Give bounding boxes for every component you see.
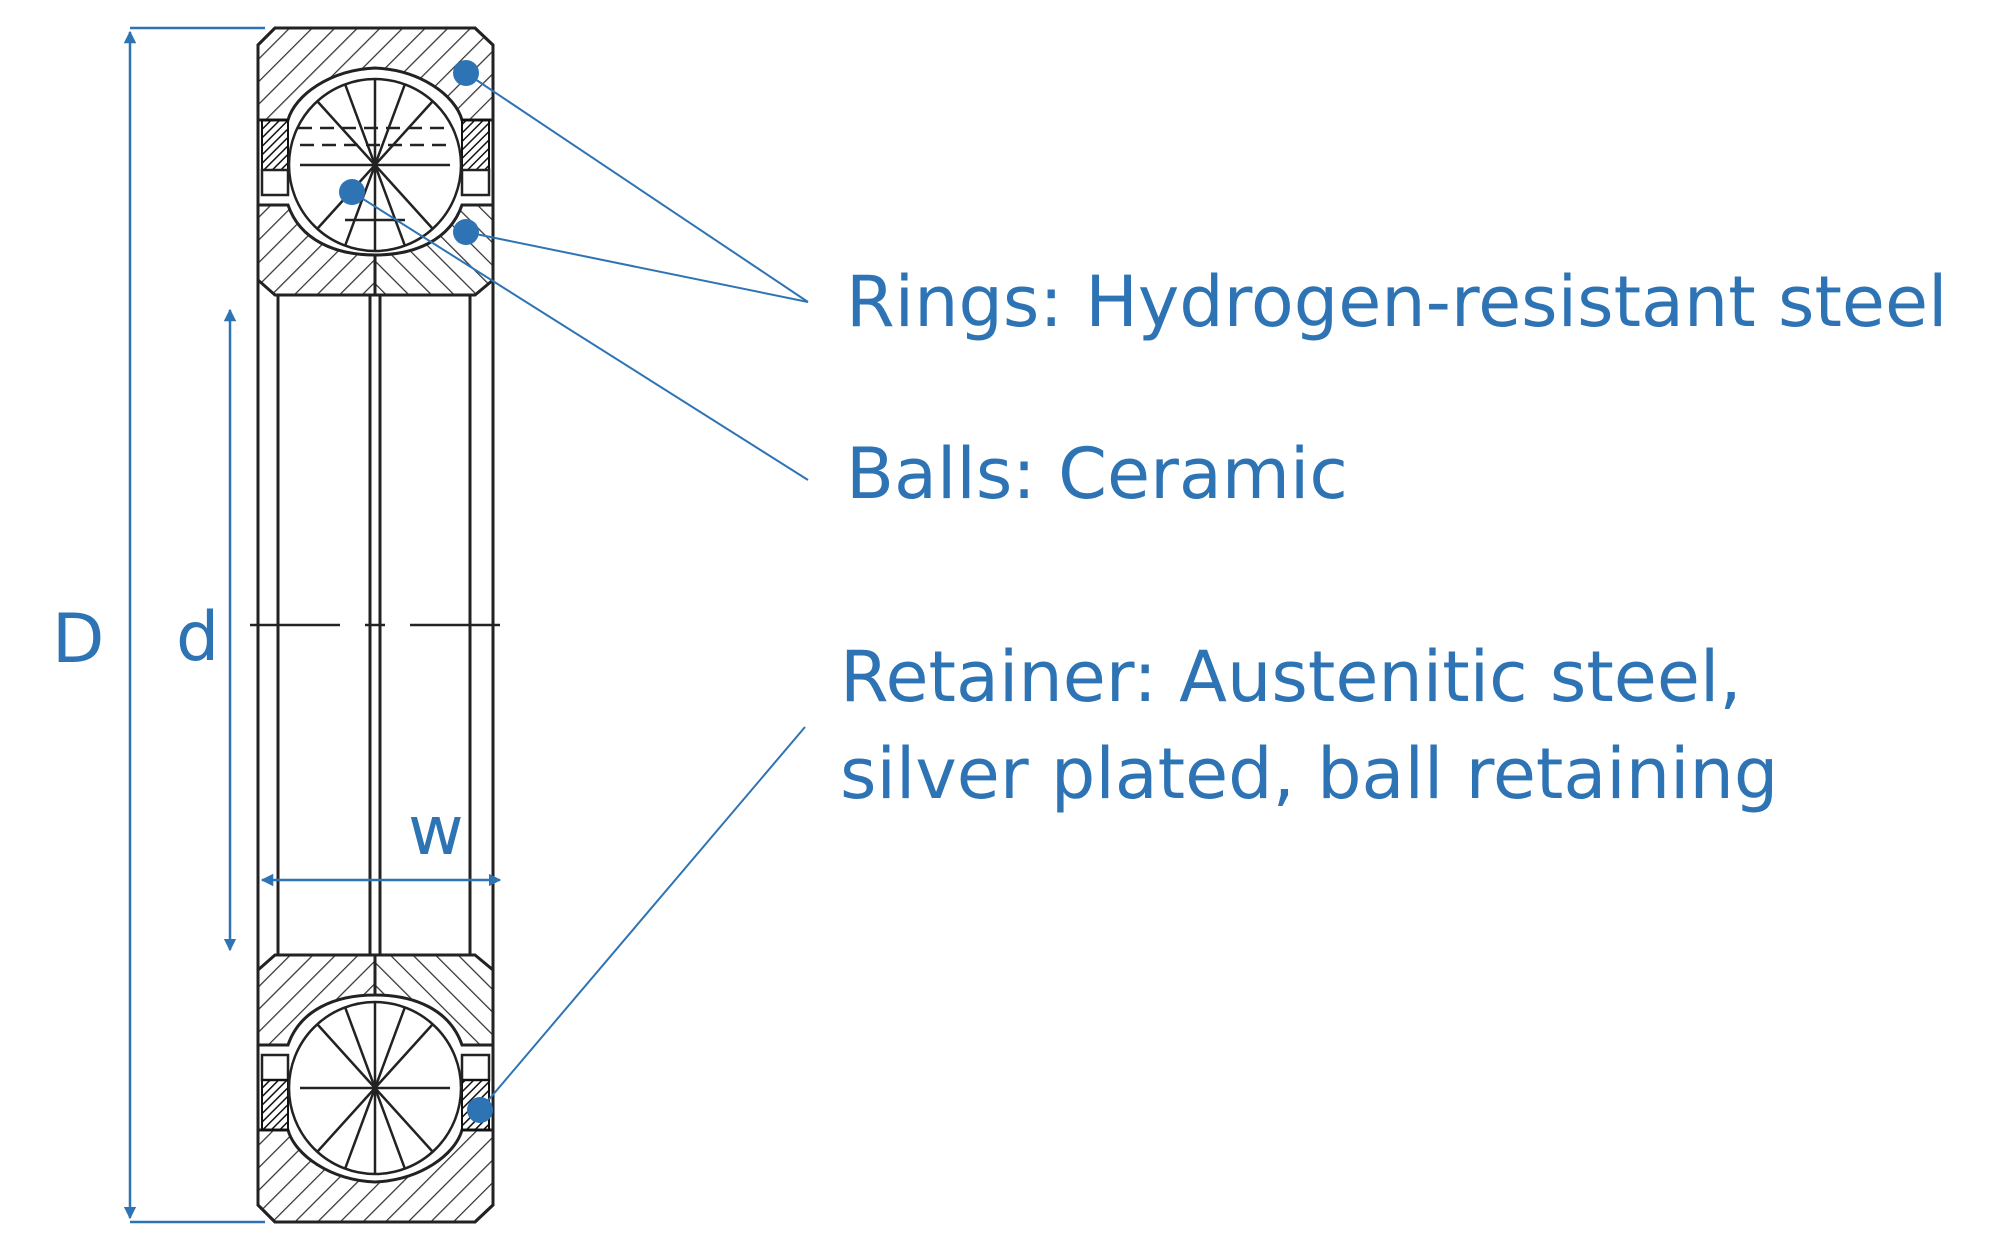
dot-retainer: [467, 1097, 493, 1123]
retainer-label-line2: silver plated, ball retaining: [840, 733, 1779, 815]
leader-rings-outer: [465, 72, 809, 303]
bottom-ball: [287, 1000, 463, 1176]
retainer-label-line1: Retainer: Austenitic steel,: [840, 636, 1742, 718]
dot-rings-inner: [453, 219, 479, 245]
balls-label: Balls: Ceramic: [846, 433, 1348, 515]
leader-lines: [351, 72, 809, 1111]
bore-section: [250, 295, 500, 955]
top-ball: [287, 77, 463, 253]
outer-diameter-label: D: [52, 600, 105, 679]
leader-dots: [339, 60, 493, 1123]
leader-balls: [351, 191, 809, 481]
width-label: w: [408, 792, 464, 871]
dot-balls: [339, 179, 365, 205]
top-outer-ring: [256, 26, 495, 122]
dimension-D: [123, 26, 265, 1224]
top-retainer: [260, 119, 491, 197]
leader-retainer: [479, 726, 806, 1111]
rings-label: Rings: Hydrogen-resistant steel: [846, 261, 1948, 343]
inner-diameter-label: d: [176, 598, 220, 677]
dot-rings-outer: [453, 60, 479, 86]
bottom-inner-ring: [256, 953, 495, 1047]
leader-rings-inner: [465, 231, 809, 303]
